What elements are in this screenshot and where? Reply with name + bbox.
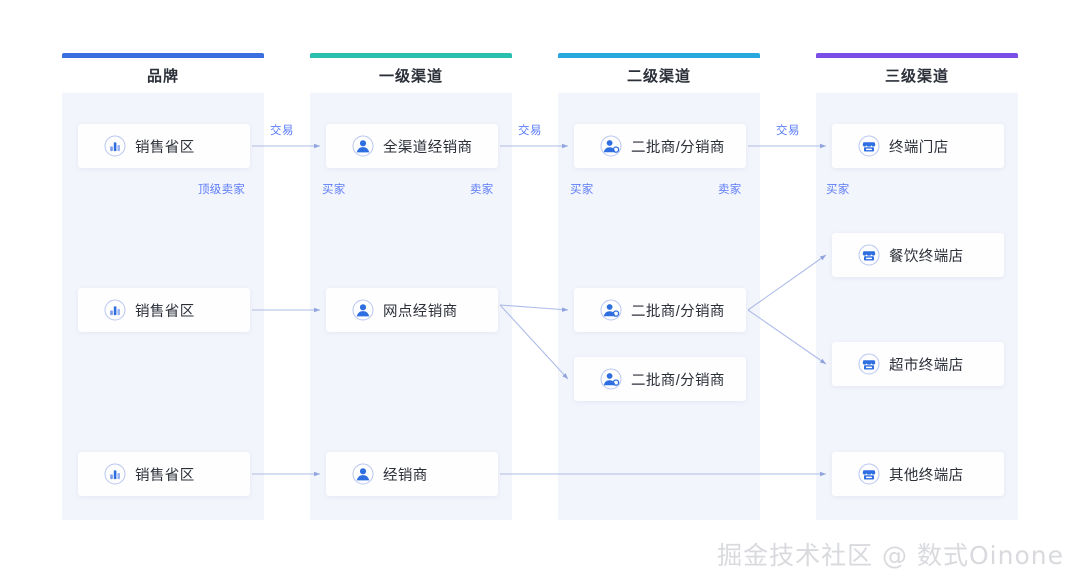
node-card[interactable]: 销售省区 — [78, 288, 250, 332]
node-card[interactable]: 销售省区 — [78, 452, 250, 496]
column-header-level3: 三级渠道 — [816, 53, 1018, 93]
store-icon — [858, 463, 880, 485]
role-label: 买家 — [570, 184, 594, 196]
node-card[interactable]: 餐饮终端店 — [832, 233, 1004, 277]
node-label: 销售省区 — [135, 303, 195, 320]
edge-label-transaction: 交易 — [776, 125, 800, 137]
node-card[interactable]: 二批商/分销商 — [574, 357, 746, 401]
distributor-icon — [600, 299, 622, 321]
chart-bar-icon — [104, 299, 126, 321]
role-label: 卖家 — [718, 184, 742, 196]
column-title-level2: 二级渠道 — [626, 68, 691, 85]
column-accent-bar-brand — [62, 53, 264, 58]
node-label: 销售省区 — [135, 139, 195, 156]
watermark: 掘金技术社区 @ 数式Oinone — [717, 541, 1064, 570]
role-label: 卖家 — [470, 184, 494, 196]
node-label: 网点经销商 — [383, 303, 458, 320]
node-card[interactable]: 二批商/分销商 — [574, 124, 746, 168]
column-title-level1: 一级渠道 — [378, 68, 443, 85]
column-accent-bar-level1 — [310, 53, 512, 58]
node-label: 二批商/分销商 — [631, 139, 725, 156]
role-label: 顶级卖家 — [198, 184, 246, 196]
node-card[interactable]: 销售省区 — [78, 124, 250, 168]
store-icon — [858, 244, 880, 266]
node-label: 销售省区 — [135, 467, 195, 484]
dealer-user-icon — [352, 463, 374, 485]
dealer-user-icon — [352, 135, 374, 157]
node-card[interactable]: 全渠道经销商 — [326, 124, 498, 168]
distributor-icon — [600, 135, 622, 157]
chart-bar-icon — [104, 135, 126, 157]
column-header-brand: 品牌 — [62, 53, 264, 93]
column-title-level3: 三级渠道 — [884, 68, 949, 85]
node-label: 终端门店 — [889, 139, 949, 156]
column-header-level2: 二级渠道 — [558, 53, 760, 93]
node-label: 二批商/分销商 — [631, 303, 725, 320]
node-card[interactable]: 其他终端店 — [832, 452, 1004, 496]
edge-label-transaction: 交易 — [270, 125, 294, 137]
node-card[interactable]: 终端门店 — [832, 124, 1004, 168]
node-label: 超市终端店 — [889, 357, 964, 374]
node-label: 其他终端店 — [889, 467, 964, 484]
node-card[interactable]: 二批商/分销商 — [574, 288, 746, 332]
column-title-brand: 品牌 — [146, 68, 179, 85]
column-accent-bar-level2 — [558, 53, 760, 58]
node-label: 经销商 — [383, 467, 428, 484]
node-label: 二批商/分销商 — [631, 372, 725, 389]
edge-label-transaction: 交易 — [518, 125, 542, 137]
dealer-user-icon — [352, 299, 374, 321]
role-label: 买家 — [322, 184, 346, 196]
node-label: 全渠道经销商 — [383, 139, 473, 156]
store-icon — [858, 135, 880, 157]
node-card[interactable]: 超市终端店 — [832, 342, 1004, 386]
node-label: 餐饮终端店 — [889, 248, 964, 265]
node-card[interactable]: 网点经销商 — [326, 288, 498, 332]
chart-bar-icon — [104, 463, 126, 485]
role-label: 买家 — [826, 184, 850, 196]
store-icon — [858, 353, 880, 375]
node-card[interactable]: 经销商 — [326, 452, 498, 496]
distributor-icon — [600, 368, 622, 390]
column-header-level1: 一级渠道 — [310, 53, 512, 93]
column-accent-bar-level3 — [816, 53, 1018, 58]
